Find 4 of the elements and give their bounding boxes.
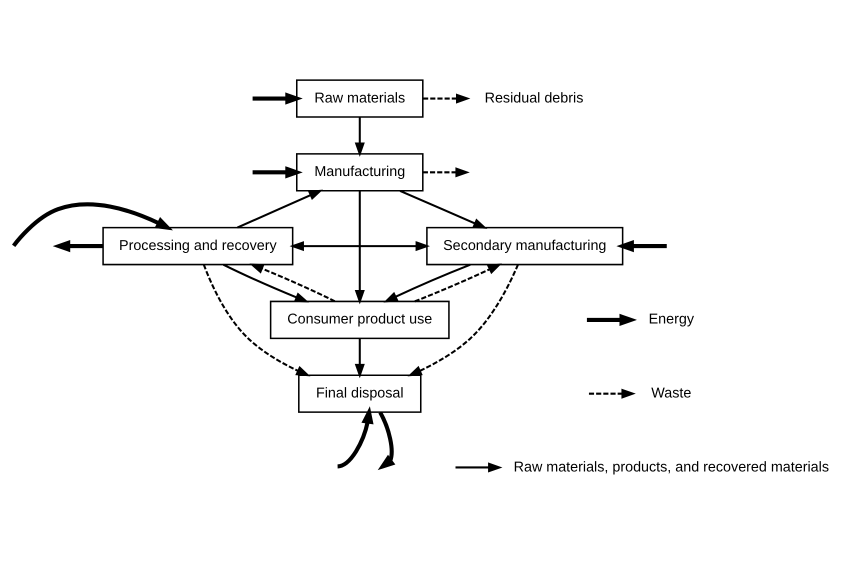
legend-label: Raw materials, products, and recovered materials	[514, 458, 829, 475]
legend-label: Waste	[651, 384, 692, 401]
legend-label: Energy	[648, 311, 694, 328]
node-text: Residual debris	[484, 90, 584, 106]
